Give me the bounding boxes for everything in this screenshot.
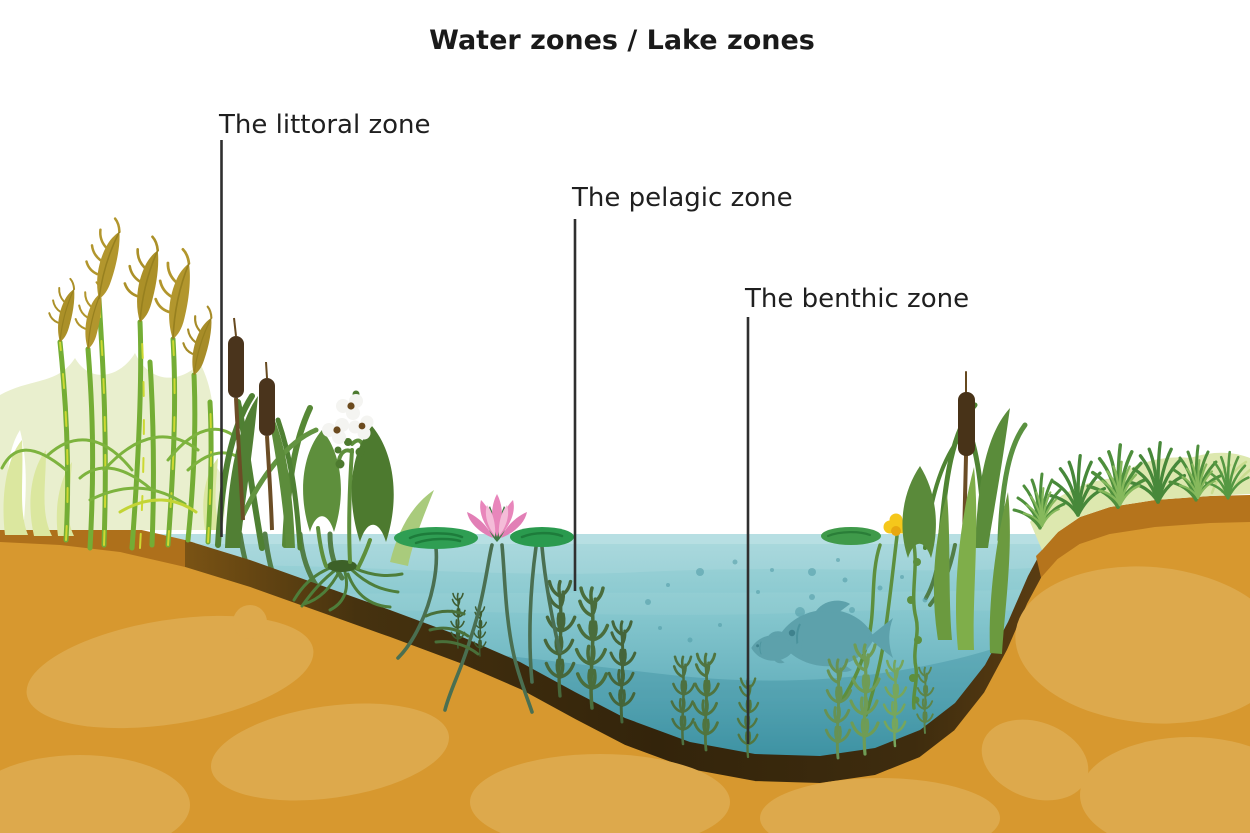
ribbon-leaves [933,467,1010,654]
zone-lines [220,140,750,744]
benthic-zone-label: The benthic zone [744,284,969,314]
reed-plumes [43,213,218,378]
water-surface-line [150,534,1060,544]
pale-reed-silhouette [0,353,226,530]
left-vegetation [0,213,319,551]
ground-light-patches [0,566,1250,833]
lily-flower [467,494,527,542]
pelagic-zone-label: The pelagic zone [571,183,793,213]
right-cattail-group [902,371,1028,654]
arrowhead-plant [303,390,434,570]
reed-stems [0,296,252,551]
lily-pad [510,527,574,547]
slope-root-spray [424,609,480,656]
cattail-left-group [215,317,319,551]
ground [0,522,1250,833]
arrowhead-flowers [322,394,374,444]
diagram-title: Water zones / Lake zones [429,25,815,56]
waterlily-stems [396,543,562,714]
cattail-head [958,392,975,456]
right-bank-grass [1012,440,1250,550]
labels: Water zones / Lake zones The littoral zo… [218,25,969,314]
waterlily [394,494,574,549]
bank-edge-right [1036,495,1250,582]
cattail-head [259,378,275,436]
spatterdock-pad [821,527,881,545]
cattail-head [228,336,244,398]
littoral-zone-label: The littoral zone [218,110,431,140]
